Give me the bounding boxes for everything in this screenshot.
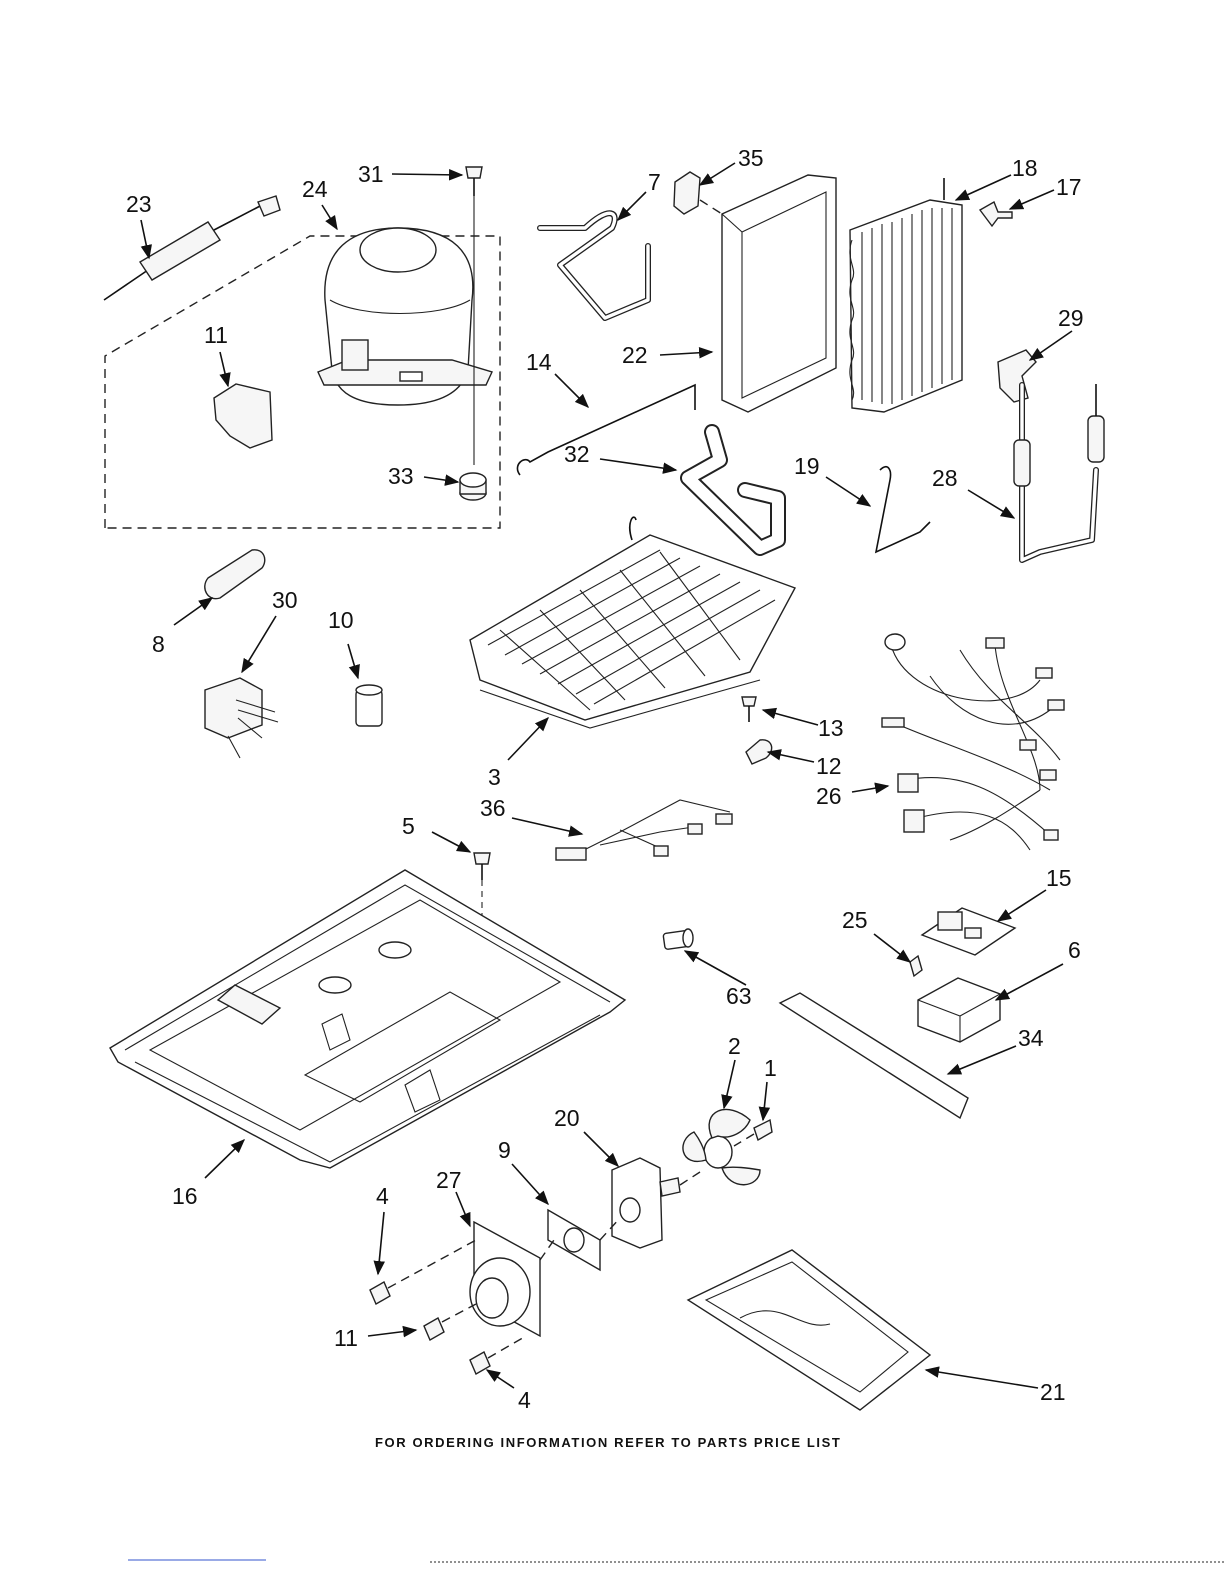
callout-29: 29 — [1058, 305, 1084, 331]
callout-4a: 4 — [376, 1183, 389, 1209]
callout-36: 36 — [480, 795, 506, 821]
callout-19: 19 — [794, 453, 820, 479]
sleeve-8-part — [205, 550, 265, 599]
callout-11a: 11 — [204, 322, 228, 348]
wire-harness-36-part — [556, 800, 732, 860]
clip-35-part — [674, 172, 700, 214]
callout-25: 25 — [842, 907, 868, 933]
callout-10: 10 — [328, 607, 354, 633]
control-box-part — [918, 978, 1000, 1042]
callout-18: 18 — [1012, 155, 1038, 181]
screw-11b-part — [424, 1318, 444, 1340]
callout-3: 3 — [488, 764, 501, 790]
callout-63: 63 — [726, 983, 752, 1009]
screw-5-part — [474, 853, 490, 920]
grommet-part — [460, 473, 486, 500]
fan-blade-part — [683, 1110, 760, 1185]
capacitor-part — [356, 685, 382, 726]
control-board-part — [922, 908, 1015, 955]
motor-shaft-dash — [680, 1172, 700, 1185]
callout-2: 2 — [728, 1033, 741, 1059]
callout-26: 26 — [816, 783, 842, 809]
callout-33: 33 — [388, 463, 414, 489]
clip-12-part — [746, 740, 772, 764]
screw-11b-dash — [442, 1304, 476, 1322]
callout-24: 24 — [302, 176, 328, 202]
clip-35-dash — [700, 200, 722, 214]
hose-32-part — [688, 432, 778, 548]
screw-4a-part — [370, 1282, 390, 1304]
tube-28-part — [1014, 384, 1104, 560]
screw-17-part — [980, 202, 1012, 226]
callout-16: 16 — [172, 1183, 198, 1209]
callout-4b: 4 — [518, 1387, 531, 1413]
screw-4b-dash — [488, 1336, 526, 1358]
callout-21: 21 — [1040, 1379, 1066, 1405]
screw-13-part — [742, 697, 756, 722]
gasket-9-part — [548, 1210, 600, 1270]
condenser-part — [850, 178, 962, 412]
callout-30: 30 — [272, 587, 298, 613]
screw-4a-dash — [388, 1240, 476, 1288]
wire-14-part — [517, 385, 695, 475]
clip-29-part — [998, 350, 1036, 402]
callout-6: 6 — [1068, 937, 1081, 963]
callout-14: 14 — [526, 349, 552, 375]
footer-note: FOR ORDERING INFORMATION REFER TO PARTS … — [375, 1435, 841, 1450]
wire-harness-26-part — [882, 634, 1064, 850]
callout-28: 28 — [932, 465, 958, 491]
callout-27: 27 — [436, 1167, 462, 1193]
callout-9: 9 — [498, 1137, 511, 1163]
callout-17: 17 — [1056, 174, 1082, 200]
callout-35: 35 — [738, 145, 764, 171]
drain-pan-part — [688, 1250, 930, 1410]
callout-11b: 11 — [334, 1325, 358, 1351]
callout-15: 15 — [1046, 865, 1072, 891]
shroud-dash — [540, 1240, 554, 1260]
compressor-part — [318, 228, 492, 405]
screw-1-dash — [734, 1134, 754, 1146]
callout-20: 20 — [554, 1105, 580, 1131]
fan-shroud-part — [470, 1222, 540, 1336]
evaporator-cover-part — [722, 175, 836, 412]
callout-34: 34 — [1018, 1025, 1044, 1051]
callout-8: 8 — [152, 631, 165, 657]
tube-7-part — [540, 213, 648, 318]
callout-1: 1 — [764, 1055, 777, 1081]
callout-13: 13 — [818, 715, 844, 741]
connector-25-part — [910, 956, 922, 976]
callout-22: 22 — [622, 342, 648, 368]
bracket-19-part — [876, 467, 930, 552]
base-plate-part — [110, 870, 625, 1168]
callout-23: 23 — [126, 191, 152, 217]
callout-32: 32 — [564, 441, 590, 467]
callout-5: 5 — [402, 813, 415, 839]
relay-cover-part — [214, 384, 272, 448]
callout-31: 31 — [358, 161, 384, 187]
callout-12: 12 — [816, 753, 842, 779]
fuse-63-part — [663, 929, 693, 950]
screw-1-part — [754, 1120, 772, 1140]
callout-7: 7 — [648, 169, 661, 195]
fan-motor-part — [612, 1158, 680, 1248]
start-relay-part — [205, 678, 278, 758]
